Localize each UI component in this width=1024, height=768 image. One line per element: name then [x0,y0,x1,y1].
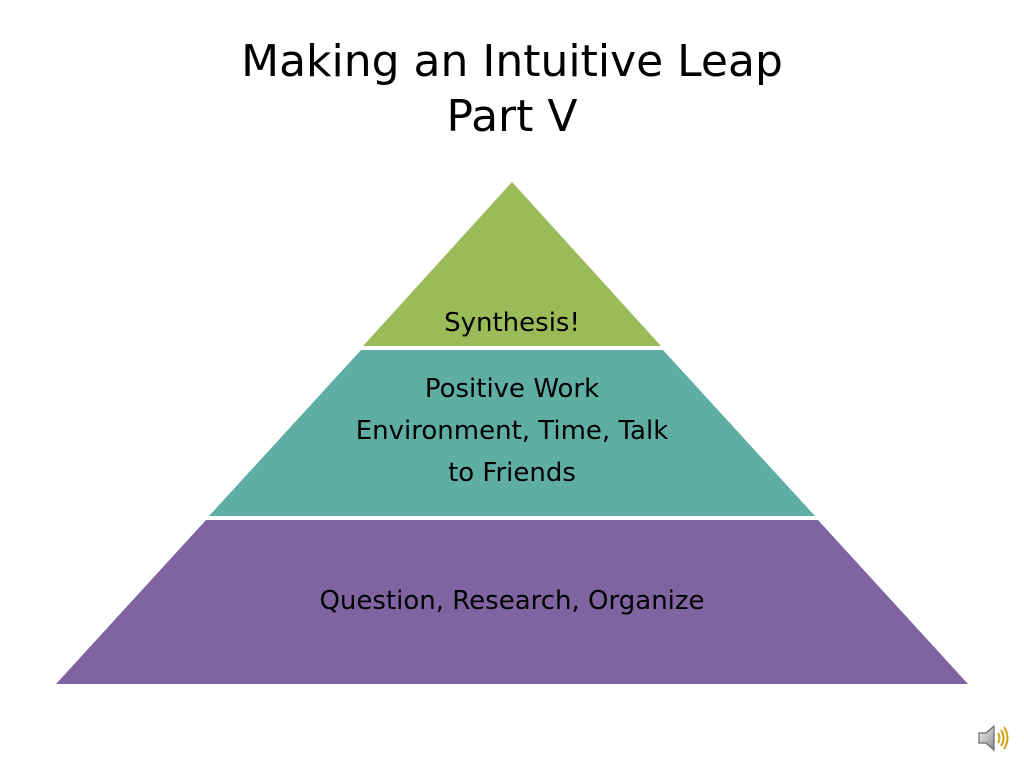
tier-label-line: Question, Research, Organize [319,586,705,616]
title-line-2: Part V [446,91,578,142]
pyramid-tier-synthesis [363,182,661,346]
tier-label-line: Positive Work [424,374,600,404]
tier-label-line: Synthesis! [444,308,580,338]
title-line-1: Making an Intuitive Leap [241,36,783,87]
tier-label-foundation: Question, Research, Organize [162,580,862,622]
pyramid-tier-environment [209,350,815,516]
slide-title: Making an Intuitive Leap Part V [0,34,1024,144]
pyramid-tier-foundation [56,520,968,684]
tier-label-synthesis: Synthesis! [362,302,662,344]
tier-label-line: to Friends [448,458,576,488]
tier-label-line: Environment, Time, Talk [355,416,669,446]
tier-label-environment: Positive Work Environment, Time, Talk to… [262,368,762,494]
speaker-icon[interactable] [976,722,1012,754]
